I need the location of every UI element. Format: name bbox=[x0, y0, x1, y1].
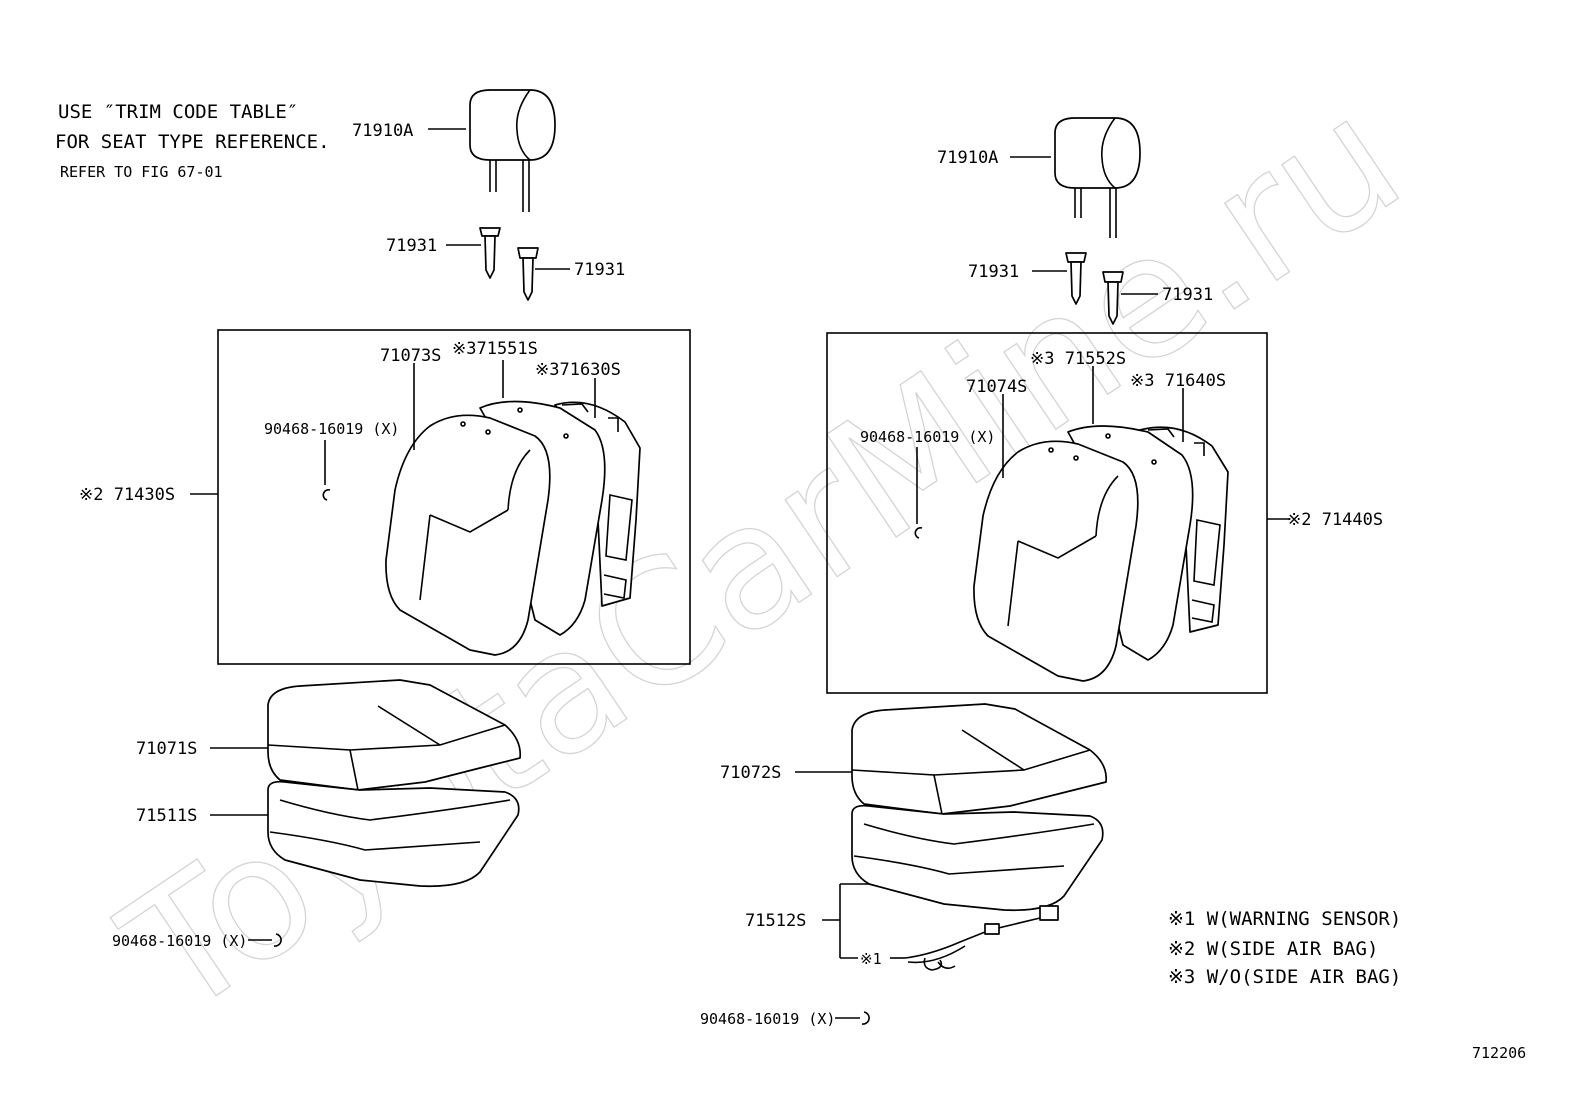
left-guide-2-label[interactable]: 71931 bbox=[574, 260, 625, 280]
left-back-cover-part[interactable] bbox=[385, 414, 551, 656]
right-back-cover-label[interactable]: 71074S bbox=[966, 377, 1027, 397]
right-seat: 71910A 71931 71931 ※2 71440S bbox=[700, 117, 1383, 1028]
right-warning-sensor-part[interactable] bbox=[904, 905, 1059, 971]
right-cushion-pad-part[interactable] bbox=[851, 804, 1104, 912]
right-cushion-pad-label[interactable]: 71512S bbox=[745, 911, 806, 931]
right-cushion-cover-label[interactable]: 71072S bbox=[720, 763, 781, 783]
left-cushion-pad-label[interactable]: 71511S bbox=[136, 806, 197, 826]
left-back-assy-box bbox=[217, 329, 691, 665]
right-warning-sensor-label[interactable]: ※1 bbox=[860, 950, 882, 968]
note-trim-code: USE ″TRIM CODE TABLE″ bbox=[58, 101, 298, 123]
note-seat-type: FOR SEAT TYPE REFERENCE. bbox=[55, 131, 330, 153]
left-back-frame-label[interactable]: ※371630S bbox=[535, 360, 621, 380]
left-cushion-cover-label[interactable]: 71071S bbox=[136, 739, 197, 759]
right-headrest-label[interactable]: 71910A bbox=[937, 148, 998, 168]
right-back-assy-box bbox=[826, 332, 1268, 694]
left-cushion-cover-part[interactable] bbox=[267, 679, 522, 791]
watermark-text: ToyotaCarMine.ru bbox=[91, 59, 1434, 1054]
left-cushion-pad-part[interactable] bbox=[267, 780, 520, 888]
left-guide-2-part[interactable] bbox=[517, 247, 539, 301]
right-guide-2-label[interactable]: 71931 bbox=[1162, 285, 1213, 305]
left-cushion-hog-ring-label[interactable]: 90468-16019 (X) bbox=[112, 932, 247, 950]
left-headrest-label[interactable]: 71910A bbox=[352, 121, 413, 141]
legend-item-warning-sensor: ※1 W(WARNING SENSOR) bbox=[1168, 908, 1401, 930]
right-guide-1-part[interactable] bbox=[1065, 252, 1087, 305]
right-cushion-hog-ring-label[interactable]: 90468-16019 (X) bbox=[700, 1010, 835, 1028]
legend-item-no-side-air-bag: ※3 W/O(SIDE AIR BAG) bbox=[1168, 966, 1401, 988]
right-cushion-hog-ring-part[interactable] bbox=[861, 1011, 870, 1025]
left-back-hog-ring-label[interactable]: 90468-16019 (X) bbox=[264, 420, 399, 438]
left-headrest-part[interactable] bbox=[469, 89, 556, 212]
left-back-assy-label[interactable]: ※2 71430S bbox=[79, 485, 175, 505]
right-back-hog-ring-label[interactable]: 90468-16019 (X) bbox=[860, 428, 995, 446]
left-guide-1-label[interactable]: 71931 bbox=[386, 236, 437, 256]
left-seat: 71910A 71931 71931 ※2 71430S bbox=[79, 89, 691, 950]
right-back-cover-part[interactable] bbox=[973, 440, 1139, 682]
right-back-hog-ring-part[interactable] bbox=[914, 526, 923, 539]
note-refer-fig: REFER TO FIG 67-01 bbox=[60, 163, 223, 181]
left-back-cover-label[interactable]: 71073S bbox=[380, 346, 441, 366]
figure-number: 712206 bbox=[1472, 1044, 1526, 1062]
left-back-pad-label[interactable]: ※371551S bbox=[452, 339, 538, 359]
right-guide-2-part[interactable] bbox=[1102, 271, 1124, 325]
right-back-frame-part[interactable] bbox=[1139, 426, 1229, 633]
right-guide-1-label[interactable]: 71931 bbox=[968, 262, 1019, 282]
right-back-pad-label[interactable]: ※3 71552S bbox=[1030, 349, 1126, 369]
right-cushion-cover-part[interactable] bbox=[851, 703, 1108, 815]
right-back-frame-label[interactable]: ※3 71640S bbox=[1130, 371, 1226, 391]
legend-item-side-air-bag: ※2 W(SIDE AIR BAG) bbox=[1168, 938, 1378, 960]
left-cushion-hog-ring-part[interactable] bbox=[273, 933, 282, 947]
right-back-assy-label[interactable]: ※2 71440S bbox=[1287, 510, 1383, 530]
right-headrest-part[interactable] bbox=[1054, 117, 1141, 238]
legend: ※1 W(WARNING SENSOR) ※2 W(SIDE AIR BAG) … bbox=[1168, 908, 1401, 988]
left-back-hog-ring-part[interactable] bbox=[322, 488, 331, 501]
left-guide-1-part[interactable] bbox=[479, 227, 501, 279]
